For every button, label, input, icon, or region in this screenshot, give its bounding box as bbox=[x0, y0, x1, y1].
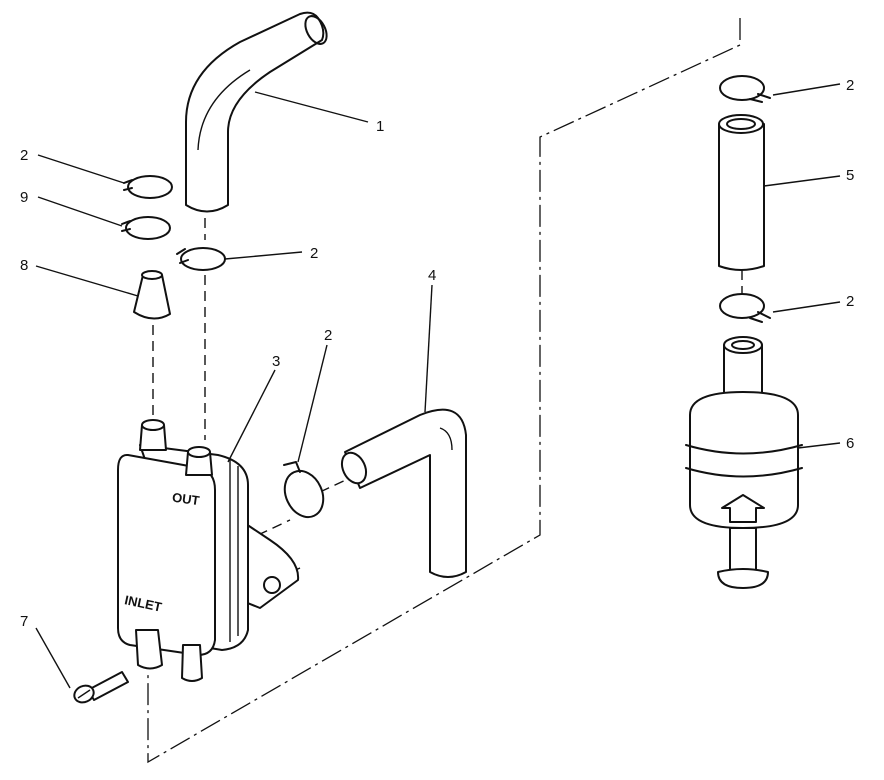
inline-fuel-filter bbox=[685, 336, 803, 589]
vent-cap bbox=[133, 270, 171, 320]
hose-clamp-top-right bbox=[719, 75, 771, 103]
callout-2-elbow: 2 bbox=[324, 327, 332, 344]
out-marking: OUT bbox=[171, 490, 200, 509]
callout-numbers: 1 2 9 2 8 3 2 4 7 2 5 2 6 bbox=[20, 77, 854, 630]
callout-2-top-right: 2 bbox=[846, 77, 854, 94]
callout-2-upper-left: 2 bbox=[20, 147, 28, 164]
callout-7: 7 bbox=[20, 613, 28, 630]
clamp-9 bbox=[121, 216, 171, 240]
callout-4: 4 bbox=[428, 267, 436, 284]
hose-clamp-middle bbox=[176, 247, 226, 271]
callout-2-lower-right: 2 bbox=[846, 293, 854, 310]
callout-3: 3 bbox=[272, 353, 280, 370]
straight-hose bbox=[718, 114, 765, 271]
mounting-screw bbox=[73, 671, 129, 704]
callout-2-middle: 2 bbox=[310, 245, 318, 262]
elbow-hose bbox=[340, 408, 467, 578]
hose-clamp-elbow bbox=[283, 461, 325, 519]
leader-lines bbox=[35, 83, 841, 689]
callout-1: 1 bbox=[376, 118, 384, 135]
curved-hose bbox=[185, 11, 328, 213]
assembly-boundary-line bbox=[147, 18, 741, 764]
callout-5: 5 bbox=[846, 167, 854, 184]
hose-clamp-upper-left bbox=[123, 175, 173, 199]
fuel-pump-body: OUT INLET bbox=[117, 419, 300, 682]
hose-clamp-lower-right bbox=[719, 293, 771, 323]
callout-9: 9 bbox=[20, 189, 28, 206]
callout-6: 6 bbox=[846, 435, 854, 452]
callout-8: 8 bbox=[20, 257, 28, 274]
